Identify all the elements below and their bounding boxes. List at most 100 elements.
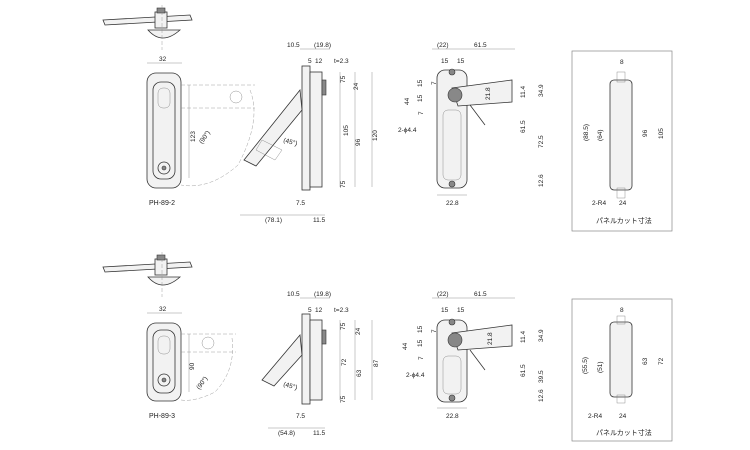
svg-text:(22): (22) bbox=[437, 291, 449, 298]
svg-text:11.4: 11.4 bbox=[520, 330, 527, 343]
svg-text:63: 63 bbox=[356, 369, 363, 377]
svg-text:96: 96 bbox=[642, 129, 649, 137]
svg-text:72.5: 72.5 bbox=[538, 135, 545, 148]
svg-text:15: 15 bbox=[417, 79, 424, 87]
svg-text:(88.5): (88.5) bbox=[583, 124, 590, 141]
panel-caption: パネルカット寸法 bbox=[596, 216, 652, 225]
svg-text:2-R4: 2-R4 bbox=[588, 413, 602, 420]
svg-text:12: 12 bbox=[315, 58, 323, 65]
svg-text:75: 75 bbox=[340, 395, 347, 403]
rotation-angle-label: (90°) bbox=[197, 129, 212, 145]
svg-text:15: 15 bbox=[457, 58, 465, 65]
svg-text:10.5: 10.5 bbox=[287, 291, 300, 298]
svg-text:32: 32 bbox=[159, 306, 167, 313]
svg-text:21.8: 21.8 bbox=[487, 332, 494, 345]
svg-text:11.4: 11.4 bbox=[520, 85, 527, 98]
svg-text:(90°): (90°) bbox=[195, 375, 210, 391]
svg-text:63: 63 bbox=[642, 357, 649, 365]
svg-text:12.6: 12.6 bbox=[538, 174, 545, 187]
svg-text:12.6: 12.6 bbox=[538, 389, 545, 402]
svg-text:75: 75 bbox=[340, 322, 347, 330]
svg-text:12: 12 bbox=[315, 307, 323, 314]
svg-text:2-ϕ4.4: 2-ϕ4.4 bbox=[406, 372, 425, 379]
svg-text:15: 15 bbox=[441, 58, 449, 65]
svg-text:22.8: 22.8 bbox=[446, 413, 459, 420]
svg-text:5: 5 bbox=[308, 307, 312, 314]
svg-text:10.5: 10.5 bbox=[287, 42, 300, 49]
bottom-set: 32 90 (90°) PH-89-3 10.5 (19.8) 5 12 t=2… bbox=[102, 252, 673, 442]
svg-text:8: 8 bbox=[620, 59, 624, 66]
panel-cut-bottom: 8 (55.5) (51) 63 72 2-R4 24 パネルカット寸法 bbox=[571, 298, 673, 442]
svg-text:7: 7 bbox=[418, 111, 425, 115]
svg-text:61.5: 61.5 bbox=[520, 364, 527, 377]
svg-text:(45°): (45°) bbox=[282, 380, 298, 391]
svg-text:75: 75 bbox=[340, 180, 347, 188]
svg-text:パネルカット寸法: パネルカット寸法 bbox=[596, 428, 652, 437]
svg-text:15: 15 bbox=[417, 325, 424, 333]
svg-text:t=2.3: t=2.3 bbox=[334, 307, 349, 314]
svg-text:24: 24 bbox=[355, 327, 362, 335]
svg-text:34.9: 34.9 bbox=[538, 84, 545, 97]
svg-text:(64): (64) bbox=[597, 129, 604, 141]
svg-text:(51): (51) bbox=[597, 361, 604, 373]
top-view-bottom bbox=[102, 252, 193, 297]
top-view-top bbox=[102, 5, 193, 50]
svg-text:15: 15 bbox=[457, 307, 465, 314]
panel-cut-top: 8 (88.5) (64) 96 105 2-R4 24 パネルカット寸法 bbox=[571, 50, 673, 232]
svg-text:(22): (22) bbox=[437, 42, 449, 49]
side-view-bottom: 10.5 (19.8) 5 12 t=2.3 (45°) 75 24 72 63… bbox=[261, 291, 380, 437]
side-view-top: 10.5 (19.8) 5 12 t=2.3 (45°) 75 24 105 9… bbox=[240, 42, 379, 224]
svg-text:44: 44 bbox=[402, 342, 409, 350]
svg-text:44: 44 bbox=[404, 97, 411, 105]
svg-text:15: 15 bbox=[441, 307, 449, 314]
front-view-bottom: 32 90 (90°) PH-89-3 bbox=[146, 306, 236, 420]
svg-text:7.5: 7.5 bbox=[296, 413, 305, 420]
svg-text:11.5: 11.5 bbox=[313, 430, 326, 437]
svg-text:24: 24 bbox=[619, 413, 627, 420]
side-angle-label: (45°) bbox=[282, 136, 298, 147]
svg-text:2-R4: 2-R4 bbox=[592, 200, 606, 207]
handle-length-dim: 123 bbox=[190, 131, 197, 142]
svg-text:120: 120 bbox=[372, 130, 379, 141]
svg-text:87: 87 bbox=[373, 359, 380, 367]
svg-text:(78.1): (78.1) bbox=[265, 217, 282, 224]
svg-text:21.8: 21.8 bbox=[485, 87, 492, 100]
svg-text:105: 105 bbox=[658, 128, 665, 139]
svg-text:t=2.3: t=2.3 bbox=[334, 58, 349, 65]
svg-text:34.9: 34.9 bbox=[538, 329, 545, 342]
svg-text:7: 7 bbox=[431, 329, 438, 333]
svg-text:75: 75 bbox=[340, 75, 347, 83]
mount-hole-icon bbox=[448, 68, 456, 76]
svg-text:90: 90 bbox=[189, 362, 196, 370]
svg-text:96: 96 bbox=[355, 138, 362, 146]
rear-view-bottom: (22) 61.5 15 15 44 15 15 7 7 2-ϕ4.4 21.8… bbox=[402, 291, 545, 420]
svg-text:24: 24 bbox=[353, 82, 360, 90]
svg-text:15: 15 bbox=[417, 339, 424, 347]
svg-text:(19.8): (19.8) bbox=[314, 291, 331, 298]
svg-text:11.5: 11.5 bbox=[313, 217, 326, 224]
svg-text:61.5: 61.5 bbox=[520, 120, 527, 133]
svg-text:(54.8): (54.8) bbox=[278, 430, 295, 437]
model-label-top: PH-89-2 bbox=[149, 200, 175, 207]
svg-text:7.5: 7.5 bbox=[296, 200, 305, 207]
svg-text:105: 105 bbox=[343, 125, 350, 136]
svg-text:61.5: 61.5 bbox=[474, 291, 487, 298]
hole-dim: 2-ϕ4.4 bbox=[398, 127, 417, 134]
top-set: 32 123 (90°) PH-89-2 10.5 (19.8) 5 12 t=… bbox=[102, 5, 673, 232]
svg-text:61.5: 61.5 bbox=[474, 42, 487, 49]
pivot-icon bbox=[447, 87, 463, 103]
svg-text:39.5: 39.5 bbox=[538, 370, 545, 383]
svg-text:8: 8 bbox=[620, 307, 624, 314]
rear-view-top: (22) 61.5 15 15 44 15 15 7 7 2-ϕ4.4 21.8… bbox=[398, 42, 545, 207]
svg-text:7: 7 bbox=[431, 81, 438, 85]
front-width-dim: 32 bbox=[159, 56, 167, 63]
svg-text:(55.5): (55.5) bbox=[582, 357, 589, 374]
svg-text:22.8: 22.8 bbox=[446, 200, 459, 207]
svg-text:15: 15 bbox=[417, 94, 424, 102]
svg-text:(19.8): (19.8) bbox=[314, 42, 331, 49]
front-view-top: 32 123 (90°) PH-89-2 bbox=[146, 56, 255, 207]
svg-text:5: 5 bbox=[308, 58, 312, 65]
svg-text:7: 7 bbox=[418, 356, 425, 360]
